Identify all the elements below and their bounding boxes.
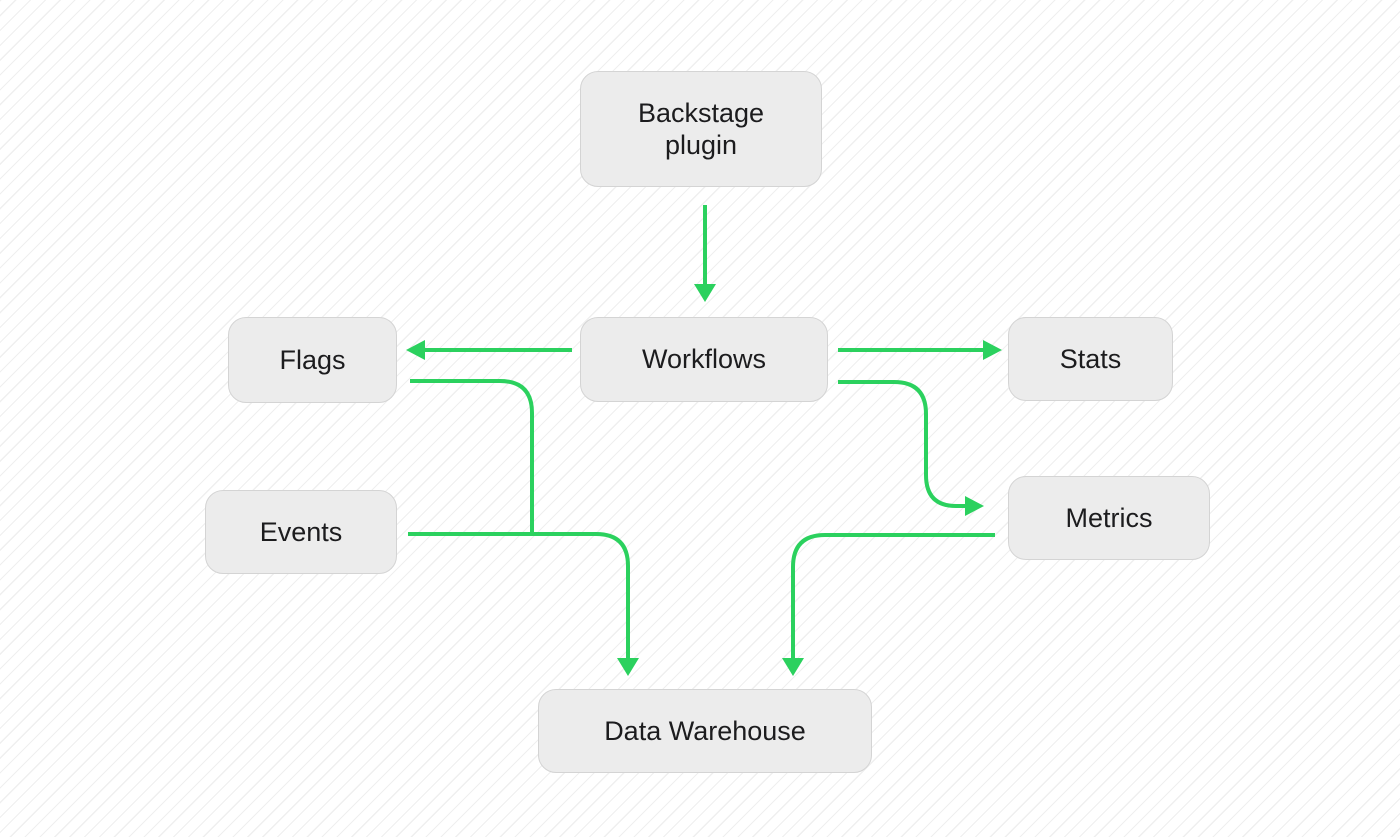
node-events: Events bbox=[205, 490, 397, 574]
edge-workflows-to-flags bbox=[406, 340, 572, 360]
edge-events-to-warehouse bbox=[408, 532, 639, 676]
node-stats: Stats bbox=[1008, 317, 1173, 401]
node-metrics: Metrics bbox=[1008, 476, 1210, 560]
edge-flags-to-warehouse bbox=[410, 379, 534, 534]
edge-workflows-to-metrics bbox=[838, 380, 984, 516]
node-backstage-plugin: Backstage plugin bbox=[580, 71, 822, 187]
node-stats-label: Stats bbox=[1059, 343, 1122, 374]
node-flags-label: Flags bbox=[279, 344, 346, 375]
edge-metrics-to-warehouse-line bbox=[791, 533, 995, 658]
arrowhead-down-icon bbox=[782, 658, 804, 676]
arrowhead-down-icon bbox=[617, 658, 639, 676]
arrowhead-right-icon bbox=[965, 496, 984, 516]
edge-metrics-to-warehouse bbox=[782, 533, 995, 676]
arrowhead-left-icon bbox=[406, 340, 425, 360]
edge-events-to-warehouse-line bbox=[408, 532, 630, 658]
arrowhead-right-icon bbox=[983, 340, 1002, 360]
node-workflows-label: Workflows bbox=[641, 344, 767, 375]
arrowhead-down-icon bbox=[694, 284, 716, 302]
edge-workflows-to-metrics-line bbox=[838, 380, 965, 508]
node-events-label: Events bbox=[259, 516, 343, 547]
node-data-warehouse: Data Warehouse bbox=[538, 689, 872, 773]
node-backstage-plugin-label: Backstage plugin bbox=[637, 97, 765, 160]
node-flags: Flags bbox=[228, 317, 397, 403]
node-data-warehouse-label: Data Warehouse bbox=[604, 715, 806, 746]
node-metrics-label: Metrics bbox=[1065, 502, 1153, 533]
node-workflows: Workflows bbox=[580, 317, 828, 402]
edge-flags-to-warehouse-line bbox=[410, 379, 534, 534]
edge-backstage-to-workflows bbox=[694, 205, 716, 302]
edge-workflows-to-stats bbox=[838, 340, 1002, 360]
